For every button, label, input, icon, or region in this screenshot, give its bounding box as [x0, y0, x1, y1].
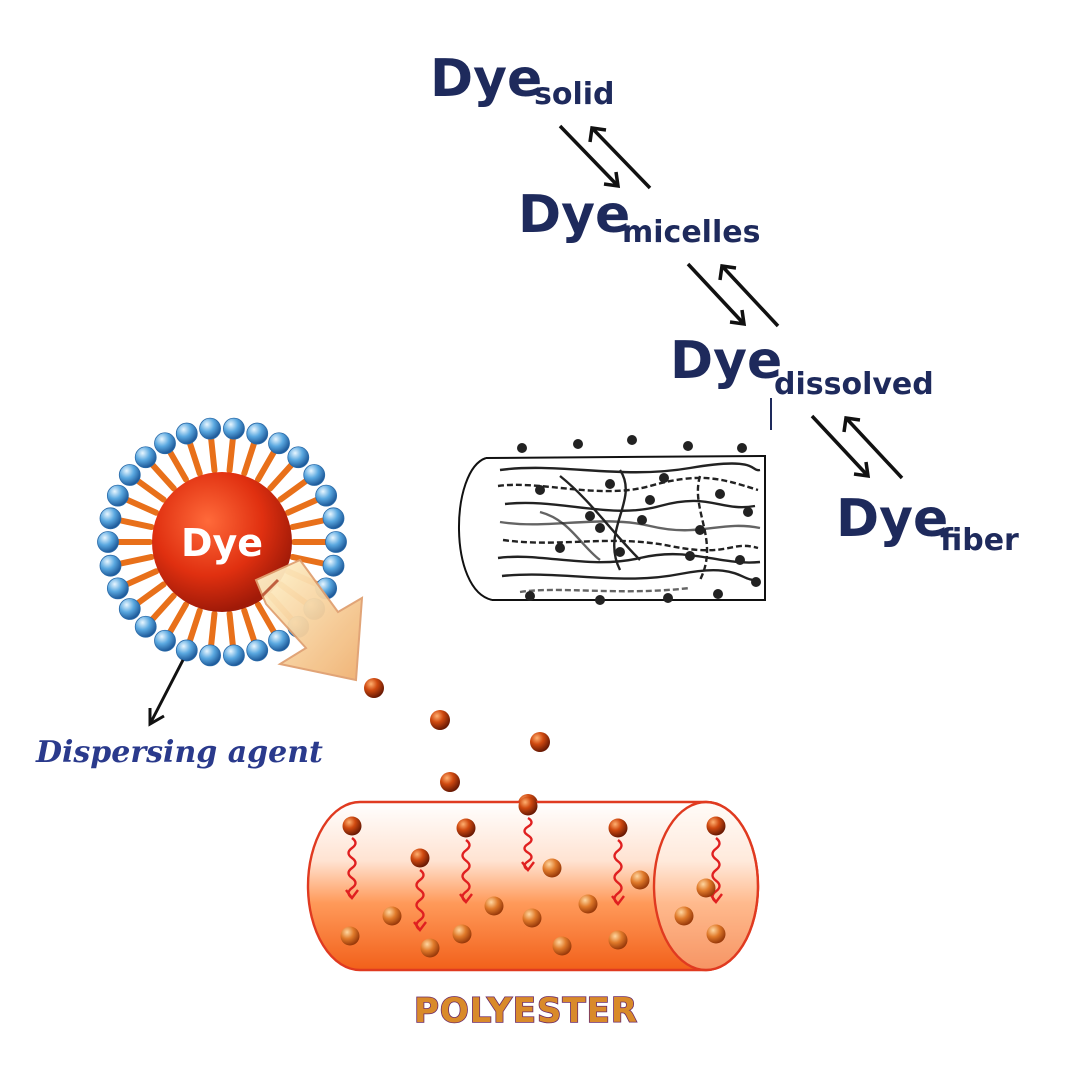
head-group	[199, 644, 221, 667]
head-group	[223, 417, 245, 440]
head-group	[325, 531, 347, 553]
head-group	[154, 432, 176, 455]
dye-solid-subscript: solid	[534, 77, 615, 112]
dye-fiber-main: Dye	[836, 489, 948, 549]
head-group	[246, 422, 269, 445]
equilibrium-dissolved: Dye dissolved	[670, 331, 934, 430]
down-arrow-icon	[148, 659, 185, 727]
head-group	[118, 598, 141, 620]
wavy-arrow-icon	[342, 796, 726, 932]
equilibrium-micelles: Dye micelles	[518, 185, 760, 250]
head-group	[303, 464, 326, 486]
equilibrium-fiber: Dye fiber	[836, 489, 1019, 558]
equilibrium-arrow-icon	[558, 124, 652, 190]
head-group	[99, 554, 122, 577]
head-group	[106, 577, 129, 600]
dye-micelles-subscript: micelles	[622, 215, 760, 250]
head-group	[199, 417, 221, 440]
head-group	[287, 446, 310, 469]
free-dye-particles	[364, 678, 550, 814]
head-group	[134, 446, 157, 469]
head-group	[154, 629, 176, 652]
head-group	[97, 531, 119, 553]
micelle: Dye	[97, 417, 347, 667]
equilibrium-arrow-icon	[686, 262, 780, 328]
head-group	[223, 644, 245, 667]
head-group	[118, 464, 141, 486]
dye-core-label: Dye	[181, 521, 263, 565]
equilibrium-solid: Dye solid	[430, 49, 615, 112]
head-group	[315, 484, 338, 507]
dye-fiber-subscript: fiber	[940, 523, 1019, 558]
head-group	[175, 422, 198, 445]
dispersing-agent-shell	[97, 417, 347, 667]
polyester-label: POLYESTER	[414, 991, 638, 1031]
head-group	[246, 639, 269, 662]
head-group	[268, 432, 290, 455]
dye-micelles-main: Dye	[518, 185, 630, 245]
head-group	[99, 507, 122, 530]
head-group	[134, 615, 157, 638]
dye-dissolved-main: Dye	[670, 331, 782, 391]
fiber-sketch	[425, 432, 785, 612]
dye-dissolved-subscript: dissolved	[774, 367, 934, 402]
head-group	[322, 554, 345, 577]
equilibrium-arrow-icon	[810, 414, 904, 480]
diffusion-arrow-icon	[254, 558, 364, 682]
dye-core	[152, 472, 292, 612]
dispersing-agent-label: Dispersing agent	[35, 735, 323, 770]
dye-solid-main: Dye	[430, 49, 542, 109]
head-group	[106, 484, 129, 507]
polyester-cylinder	[306, 796, 760, 972]
head-group	[322, 507, 345, 530]
head-group	[175, 639, 198, 662]
head-group	[268, 629, 290, 652]
